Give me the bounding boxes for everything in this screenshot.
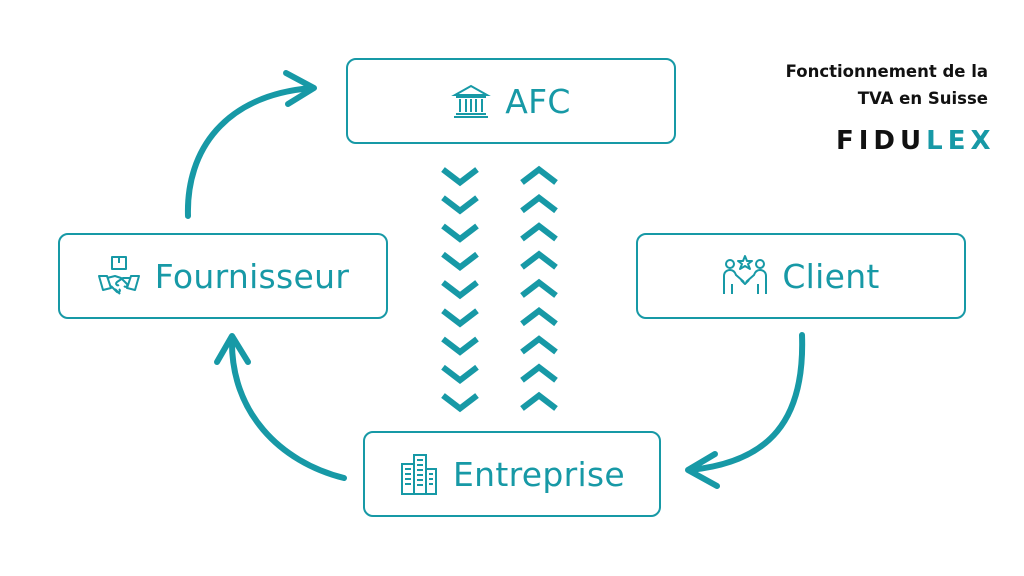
chevron-up: [520, 250, 558, 270]
chevron-up: [520, 391, 558, 411]
arrow-client-to-entreprise: [687, 332, 806, 473]
chevron-down: [441, 308, 479, 328]
chevron-up: [520, 363, 558, 383]
arrowhead-client-to-entreprise: [685, 451, 720, 489]
chevron-down: [441, 393, 479, 413]
chevron-down: [441, 195, 479, 215]
chevron-up: [520, 278, 558, 298]
chevron-down: [441, 167, 479, 187]
chevron-down: [441, 336, 479, 356]
node-fournisseur-label: Fournisseur: [154, 256, 350, 296]
arrow-entreprise-to-fournisseur: [228, 335, 347, 481]
buildings-icon: [399, 452, 439, 496]
chevron-up: [520, 335, 558, 355]
brand-title-line1: Fonctionnement de la: [785, 62, 988, 81]
node-client-label: Client: [782, 256, 880, 296]
bank-icon: [451, 81, 492, 121]
chevron-column-up: [520, 165, 558, 411]
node-entreprise-label: Entreprise: [452, 454, 626, 494]
logo-part2: LEX: [926, 126, 996, 156]
node-afc: AFC: [346, 58, 676, 144]
node-afc-label: AFC: [505, 81, 571, 121]
arrowhead-fournisseur-to-afc: [283, 70, 317, 107]
chevron-down: [441, 251, 479, 272]
arrowhead-entreprise-to-fournisseur: [214, 333, 251, 365]
node-client: Client: [636, 233, 966, 319]
customer-handshake-icon: [722, 254, 768, 298]
brand-title-line2: TVA en Suisse: [857, 89, 988, 108]
arrow-fournisseur-to-afc: [184, 85, 315, 219]
chevron-column-down: [441, 167, 479, 413]
chevron-down: [441, 364, 479, 385]
chevron-down: [441, 280, 479, 300]
handshake-box-icon: [97, 254, 141, 298]
logo-part1: FIDU: [836, 126, 927, 156]
chevron-down: [441, 223, 479, 243]
chevron-up: [520, 165, 558, 185]
brand-logo: FIDULEX: [836, 126, 996, 156]
chevron-up: [520, 222, 558, 242]
node-fournisseur: Fournisseur: [58, 233, 388, 319]
chevron-up: [520, 306, 558, 327]
chevron-up: [520, 193, 558, 214]
brand-title: Fonctionnement de la TVA en Suisse: [688, 58, 988, 112]
node-entreprise: Entreprise: [363, 431, 661, 517]
